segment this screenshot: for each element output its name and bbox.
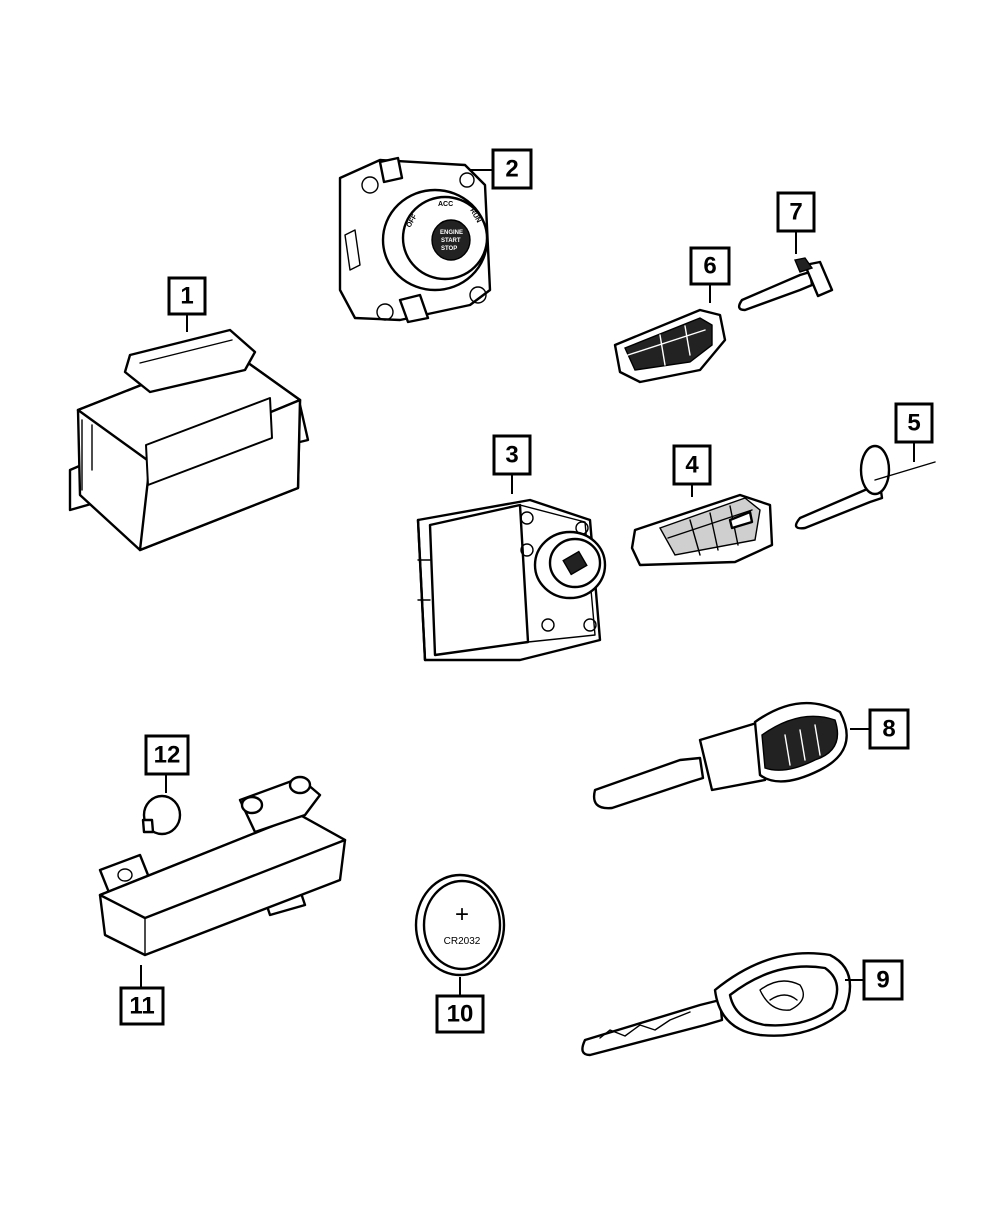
callout-7: 7 <box>776 191 816 233</box>
callout-3: 3 <box>492 434 532 476</box>
callout-11: 11 <box>119 986 165 1026</box>
callout-10: 10 <box>435 994 485 1034</box>
callout-12: 12 <box>144 734 190 776</box>
part-12-push-pin <box>141 794 182 836</box>
callout-8-label: 8 <box>882 716 895 743</box>
callout-1-label: 1 <box>180 283 193 310</box>
callout-2-label: 2 <box>505 156 518 183</box>
callout-11-label: 11 <box>129 993 154 1020</box>
callout-9: 9 <box>862 959 904 1001</box>
leader-lines <box>140 169 915 996</box>
battery-label: CR2032 <box>444 936 481 947</box>
part-4-key-fob <box>630 493 774 567</box>
acc-label: ACC <box>438 201 453 208</box>
callout-8: 8 <box>868 708 910 750</box>
callout-12-label: 12 <box>154 742 181 769</box>
callout-7-label: 7 <box>789 199 802 226</box>
callout-4-label: 4 <box>685 452 699 479</box>
part-1-control-module <box>68 328 310 552</box>
callout-5-label: 5 <box>907 410 920 437</box>
callout-3-label: 3 <box>505 442 518 469</box>
callout-1: 1 <box>167 276 207 316</box>
part-2-ignition-switch: OFF ACC RUN ENGINE START STOP <box>338 156 492 324</box>
callout-2: 2 <box>491 148 533 190</box>
stop-label: STOP <box>441 246 457 252</box>
part-11-antenna-module <box>98 775 347 957</box>
part-6-smart-fob <box>613 308 727 384</box>
start-label: START <box>441 238 461 244</box>
callout-6-label: 6 <box>703 253 716 280</box>
part-8-key <box>592 701 848 810</box>
part-7-emergency-key <box>737 257 834 312</box>
callout-5: 5 <box>894 402 934 444</box>
engine-label: ENGINE <box>440 230 463 236</box>
battery-plus-symbol: + <box>455 901 469 928</box>
part-9-key <box>581 951 852 1057</box>
part-3-ignition-module <box>416 498 607 662</box>
part-10-battery: + CR2032 <box>414 873 506 977</box>
part-5-key-blank <box>794 444 936 530</box>
callout-10-label: 10 <box>447 1001 474 1028</box>
callout-6: 6 <box>689 246 731 286</box>
callout-4: 4 <box>672 444 712 486</box>
callout-9-label: 9 <box>876 967 889 994</box>
